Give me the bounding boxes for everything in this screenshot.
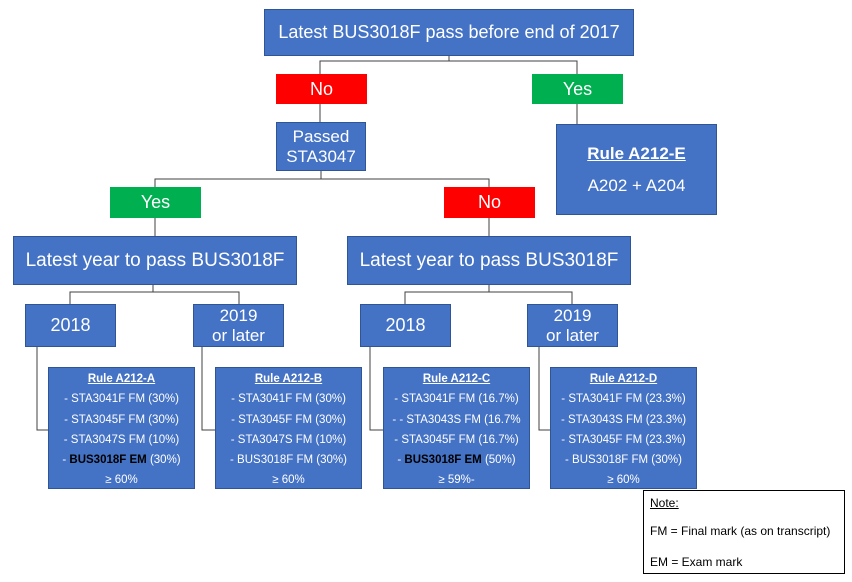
root-no-label: No <box>309 78 333 99</box>
rule-a212-c-line-4-suffix: (50%) <box>481 454 516 467</box>
rule-a212-b-line-3: - STA3047S FM (10%) <box>230 433 347 446</box>
option-left-2019-later: 2019 or later <box>193 304 284 347</box>
rule-a212-d-bus3018f-fm: BUS3018F FM <box>572 454 649 467</box>
passed-sta3047-node: Passed STA3047 <box>276 122 366 171</box>
rule-a212-d-threshold: ≥ 60% <box>607 474 640 487</box>
rule-a212-c-line-1: - STA3041F FM (16.7%) <box>394 393 519 406</box>
rule-a212-c-bus3018f-em: BUS3018F EM <box>404 454 482 467</box>
rule-a212-a-line-2: - STA3045F FM (30%) <box>64 413 179 426</box>
option-left-2018: 2018 <box>25 304 116 347</box>
root-node: Latest BUS3018F pass before end of 2017 <box>264 9 634 56</box>
note-em-definition: EM = Exam mark <box>650 555 743 569</box>
root-no-branch: No <box>276 74 367 104</box>
rule-a212-d-title: Rule A212-D <box>589 373 658 385</box>
latest-year-right-node: Latest year to pass BUS3018F <box>347 236 631 285</box>
rule-a212-d-box: Rule A212-D - STA3041F FM (23.3%) - STA3… <box>550 367 697 489</box>
rule-a212-b-line-4: - BUS3018F FM (30%) <box>216 450 361 470</box>
note-fm-definition: FM = Final mark (as on transcript) <box>650 524 831 538</box>
rule-a212-c-line-4-prefix: - <box>397 454 405 467</box>
rule-a212-d-line-3: - STA3045F FM (23.3%) <box>561 433 686 446</box>
rule-a212-c-line-2: - - STA3043S FM (16.7% <box>392 413 521 426</box>
rule-a212-b-line-4-prefix: - <box>230 454 238 467</box>
latest-year-left-node: Latest year to pass BUS3018F <box>13 236 297 285</box>
rule-a212-b-box: Rule A212-B - STA3041F FM (30%) - STA304… <box>215 367 362 489</box>
root-node-label: Latest BUS3018F pass before end of 2017 <box>278 22 620 42</box>
sta3047-no-branch: No <box>444 187 535 218</box>
option-right-2018-label: 2018 <box>385 315 426 335</box>
option-right-2019-later-label: 2019 or later <box>546 305 599 345</box>
rule-a212-a-line-1: - STA3041F FM (30%) <box>64 393 179 406</box>
rule-a212-c-box: Rule A212-C - STA3041F FM (16.7%) - - ST… <box>383 367 530 489</box>
rule-a212-e-detail: A202 + A204 <box>587 175 686 195</box>
rule-a212-a-bus3018f-em: BUS3018F EM <box>69 454 147 467</box>
rule-a212-a-box: Rule A212-A - STA3041F FM (30%) - STA304… <box>48 367 195 489</box>
rule-a212-b-line-2: - STA3045F FM (30%) <box>231 413 346 426</box>
rule-a212-c-title: Rule A212-C <box>422 373 491 385</box>
passed-sta3047-label: Passed STA3047 <box>286 126 356 166</box>
rule-a212-b-line-1: - STA3041F FM (30%) <box>231 393 346 406</box>
rule-a212-d-line-4: - BUS3018F FM (30%) <box>551 450 696 470</box>
rule-a212-b-bus3018f-fm: BUS3018F FM <box>237 454 314 467</box>
rule-a212-a-threshold: ≥ 60% <box>105 474 138 487</box>
rule-a212-a-line-4-suffix: (30%) <box>146 454 181 467</box>
rule-a212-c-threshold: ≥ 59%- <box>438 474 475 487</box>
note-title: Note: <box>650 496 679 510</box>
rule-a212-e-box: Rule A212-E A202 + A204 <box>556 124 717 215</box>
rule-a212-c-line-4: - BUS3018F EM (50%) <box>384 450 529 470</box>
sta3047-yes-branch: Yes <box>110 187 201 218</box>
option-left-2019-later-label: 2019 or later <box>212 305 265 345</box>
note-box: Note: FM = Final mark (as on transcript)… <box>643 490 845 574</box>
root-yes-branch: Yes <box>532 74 623 104</box>
rule-a212-e-title: Rule A212-E <box>587 143 686 163</box>
sta3047-yes-label: Yes <box>140 192 171 212</box>
option-right-2019-later: 2019 or later <box>527 304 618 347</box>
rule-a212-b-line-4-suffix: (30%) <box>313 454 347 467</box>
rule-a212-c-line-3: - STA3045F FM (16.7%) <box>394 433 519 446</box>
root-yes-label: Yes <box>562 78 593 99</box>
rule-a212-a-line-4: - BUS3018F EM (30%) <box>49 450 194 470</box>
latest-year-left-label: Latest year to pass BUS3018F <box>25 249 285 271</box>
sta3047-no-label: No <box>477 192 501 212</box>
option-right-2018: 2018 <box>360 304 451 347</box>
rule-a212-a-line-4-prefix: - <box>62 454 70 467</box>
rule-a212-d-line-4-prefix: - <box>565 454 573 467</box>
rule-a212-b-title: Rule A212-B <box>254 373 323 385</box>
rule-a212-b-threshold: ≥ 60% <box>272 474 305 487</box>
latest-year-right-label: Latest year to pass BUS3018F <box>359 249 619 271</box>
option-left-2018-label: 2018 <box>50 315 91 335</box>
rule-a212-d-line-2: - STA3043S FM (23.3%) <box>560 413 687 426</box>
rule-a212-a-line-3: - STA3047S FM (10%) <box>63 433 180 446</box>
rule-a212-a-title: Rule A212-A <box>87 373 156 385</box>
rule-a212-d-line-4-suffix: (30%) <box>648 454 682 467</box>
rule-a212-d-line-1: - STA3041F FM (23.3%) <box>561 393 686 406</box>
